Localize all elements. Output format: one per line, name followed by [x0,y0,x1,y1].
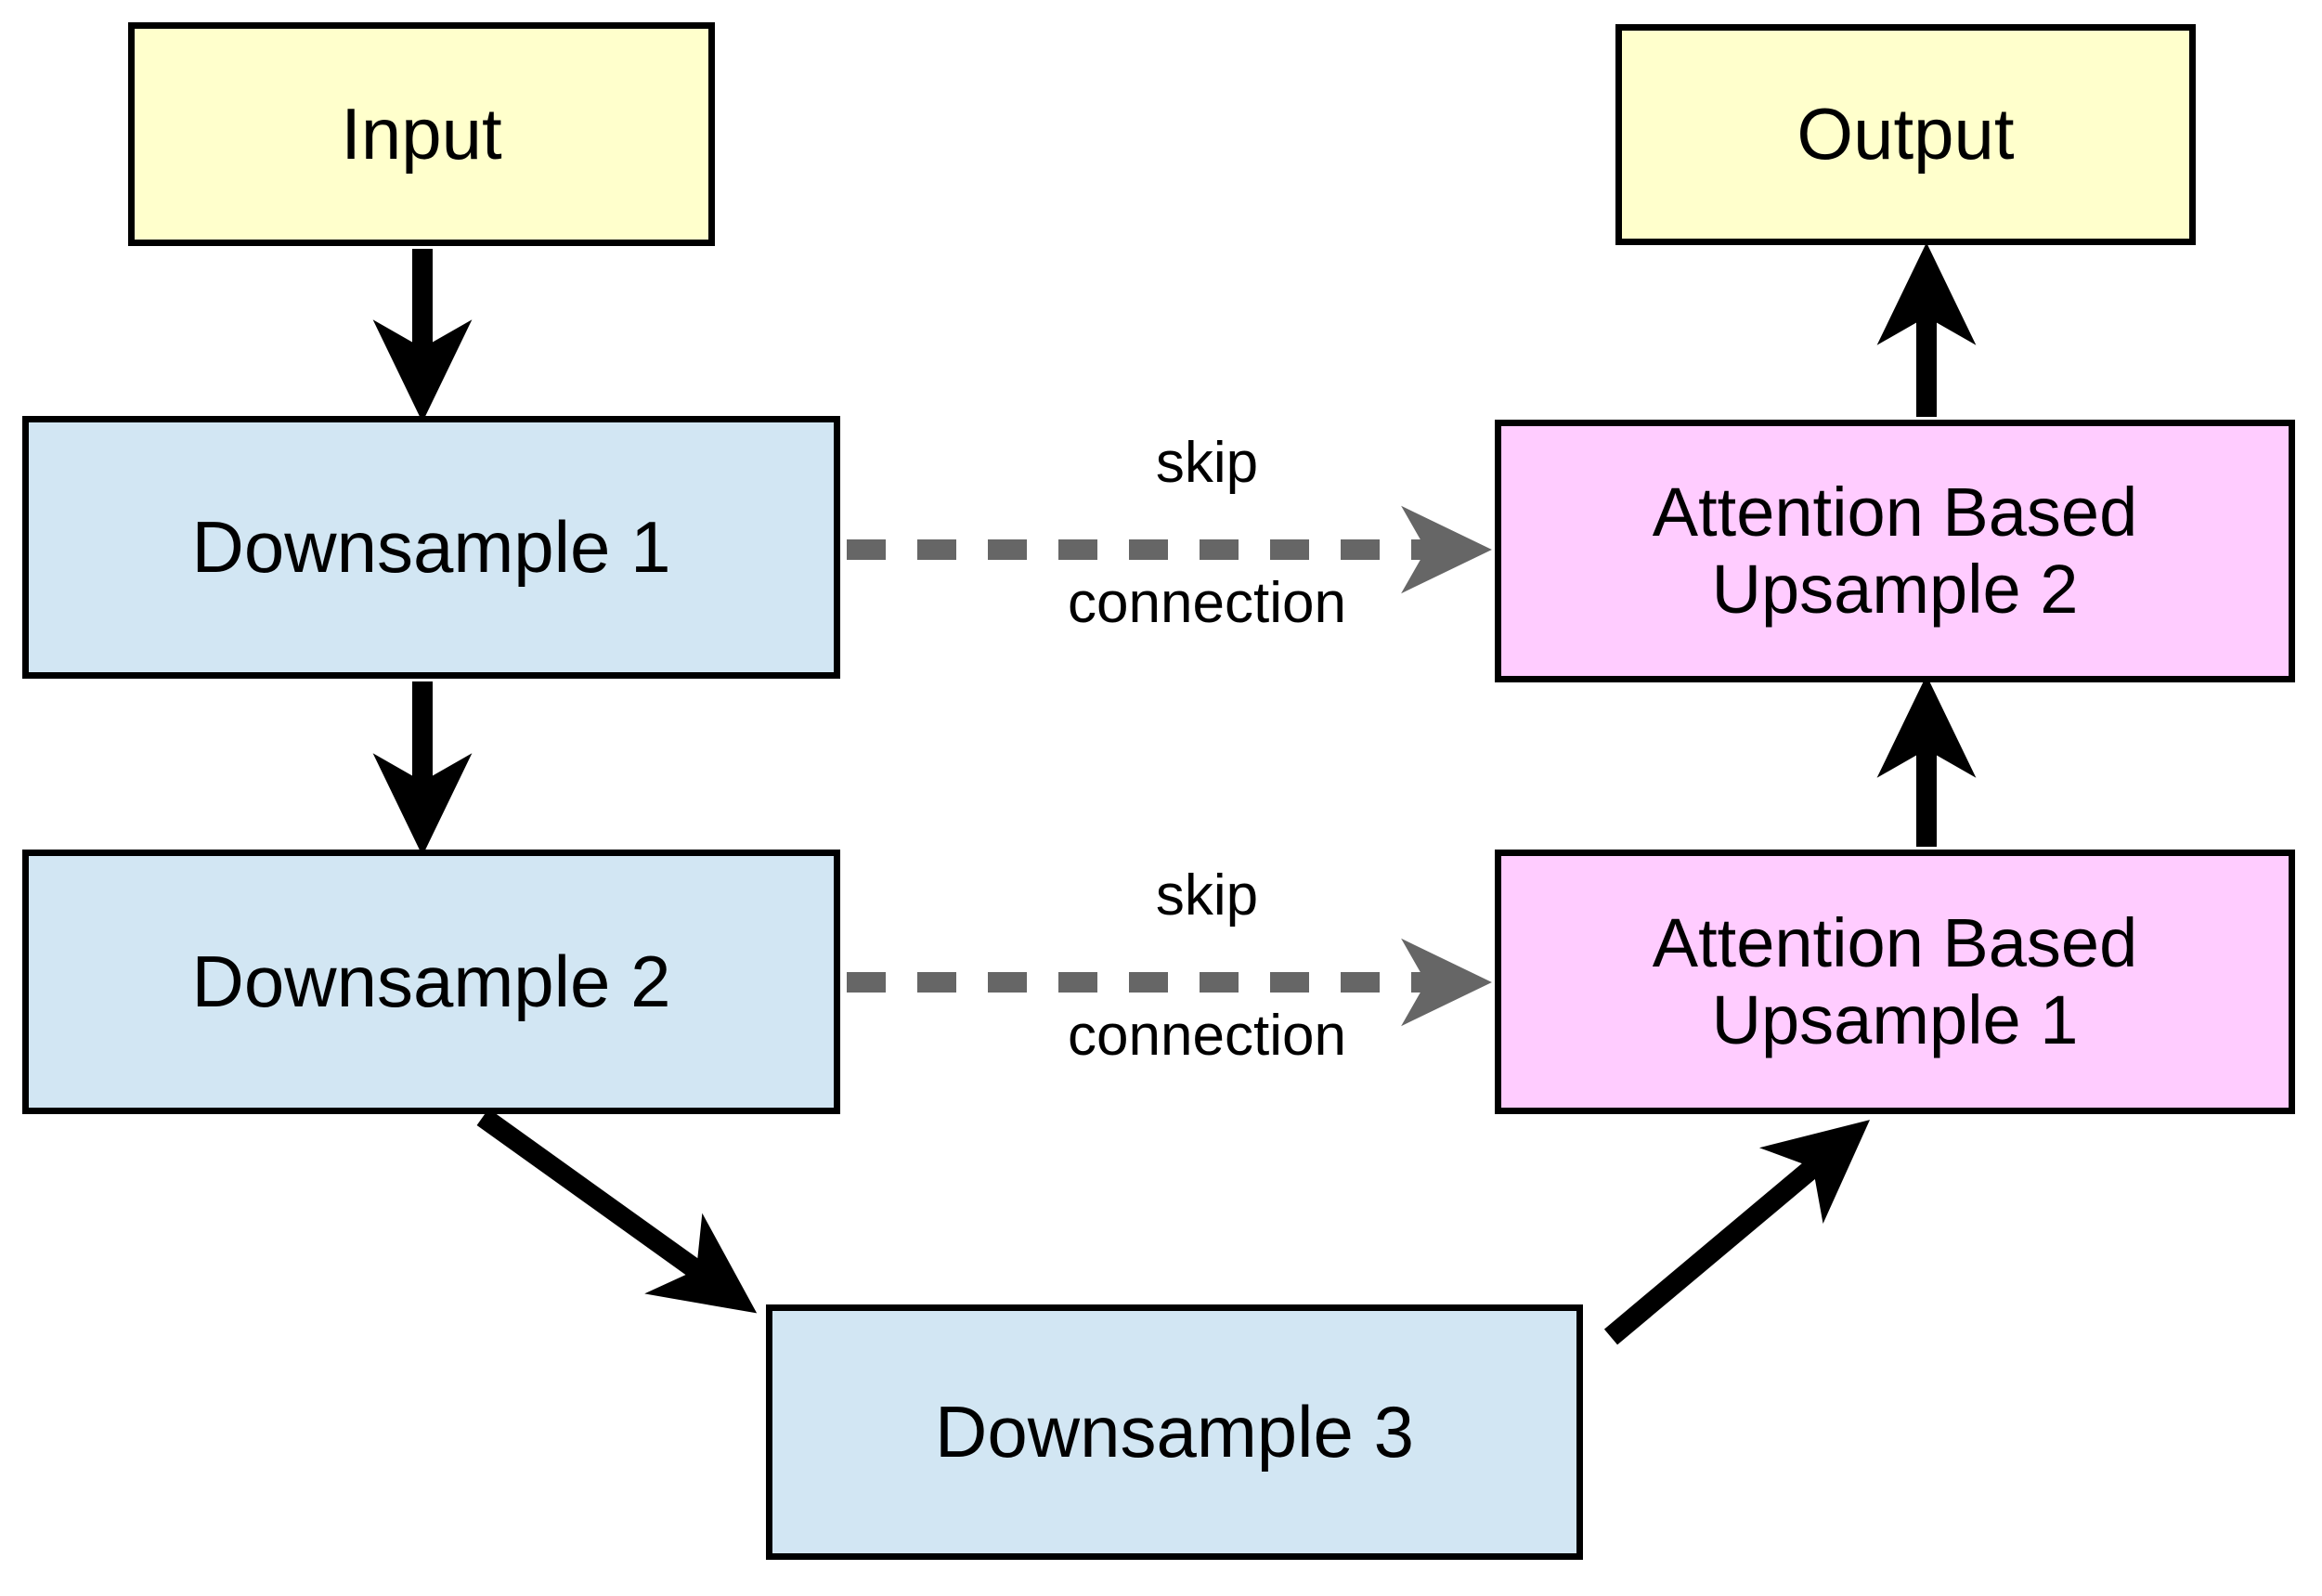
node-downsample-2[interactable]: Downsample 2 [22,850,840,1114]
skip-label-top-line1: skip [1155,431,1259,495]
node-attention-upsample-1-label: Attention Based Upsample 1 [1652,903,2138,1058]
skip-label-bottom-line1: skip [1155,863,1259,928]
node-downsample-3-label: Downsample 3 [935,1390,1414,1473]
node-input[interactable]: Input [128,22,715,246]
skip-label-top-line2: connection [1068,571,1346,636]
edge-down3-to-upsample1 [1603,1120,1870,1345]
node-attention-upsample-2[interactable]: Attention Based Upsample 2 [1495,420,2295,682]
node-downsample-2-label: Downsample 2 [191,940,671,1022]
skip-label-bottom-line2: connection [1068,1004,1346,1069]
node-downsample-3[interactable]: Downsample 3 [766,1304,1583,1560]
skip-connection-label-bottom: skip connection [947,865,1467,1066]
node-output-label: Output [1797,93,2015,175]
node-attention-upsample-1[interactable]: Attention Based Upsample 1 [1495,850,2295,1114]
edge-down2-to-down3 [476,1109,758,1314]
node-downsample-1[interactable]: Downsample 1 [22,416,840,679]
skip-connection-label-top: skip connection [947,433,1467,633]
node-attention-upsample-2-label: Attention Based Upsample 2 [1652,473,2138,628]
node-output[interactable]: Output [1615,24,2196,245]
node-downsample-1-label: Downsample 1 [191,505,671,588]
node-input-label: Input [341,92,502,175]
